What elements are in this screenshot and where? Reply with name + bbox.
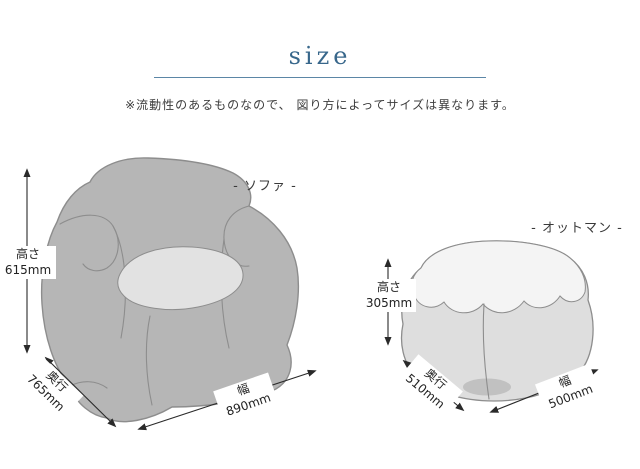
sofa-seat-cushion-shape <box>117 246 244 310</box>
dimension-value: 615mm <box>4 262 52 277</box>
page-title: size <box>288 42 352 70</box>
sofa-left-arm-crease <box>59 214 119 272</box>
dimension-name: 高さ <box>376 280 401 294</box>
sofa-illustration <box>40 157 300 423</box>
ottoman-height-dimension: 高さ 305mm <box>362 279 416 313</box>
dimension-name: 高さ <box>15 247 40 261</box>
title-underline: size <box>154 42 486 78</box>
ottoman-top-shape <box>411 240 586 314</box>
dimension-value: 305mm <box>365 295 413 310</box>
ottoman-label: - オットマン - <box>531 221 623 236</box>
size-disclaimer-note: ※流動性のあるものなので、 図り方によってサイズは異なります。 <box>125 98 515 112</box>
sofa-depth-arrow <box>44 356 117 428</box>
ottoman-front-crease <box>482 303 490 400</box>
sofa-height-dimension: 高さ 615mm <box>0 246 56 280</box>
sofa-label: - ソファ - <box>233 179 297 194</box>
